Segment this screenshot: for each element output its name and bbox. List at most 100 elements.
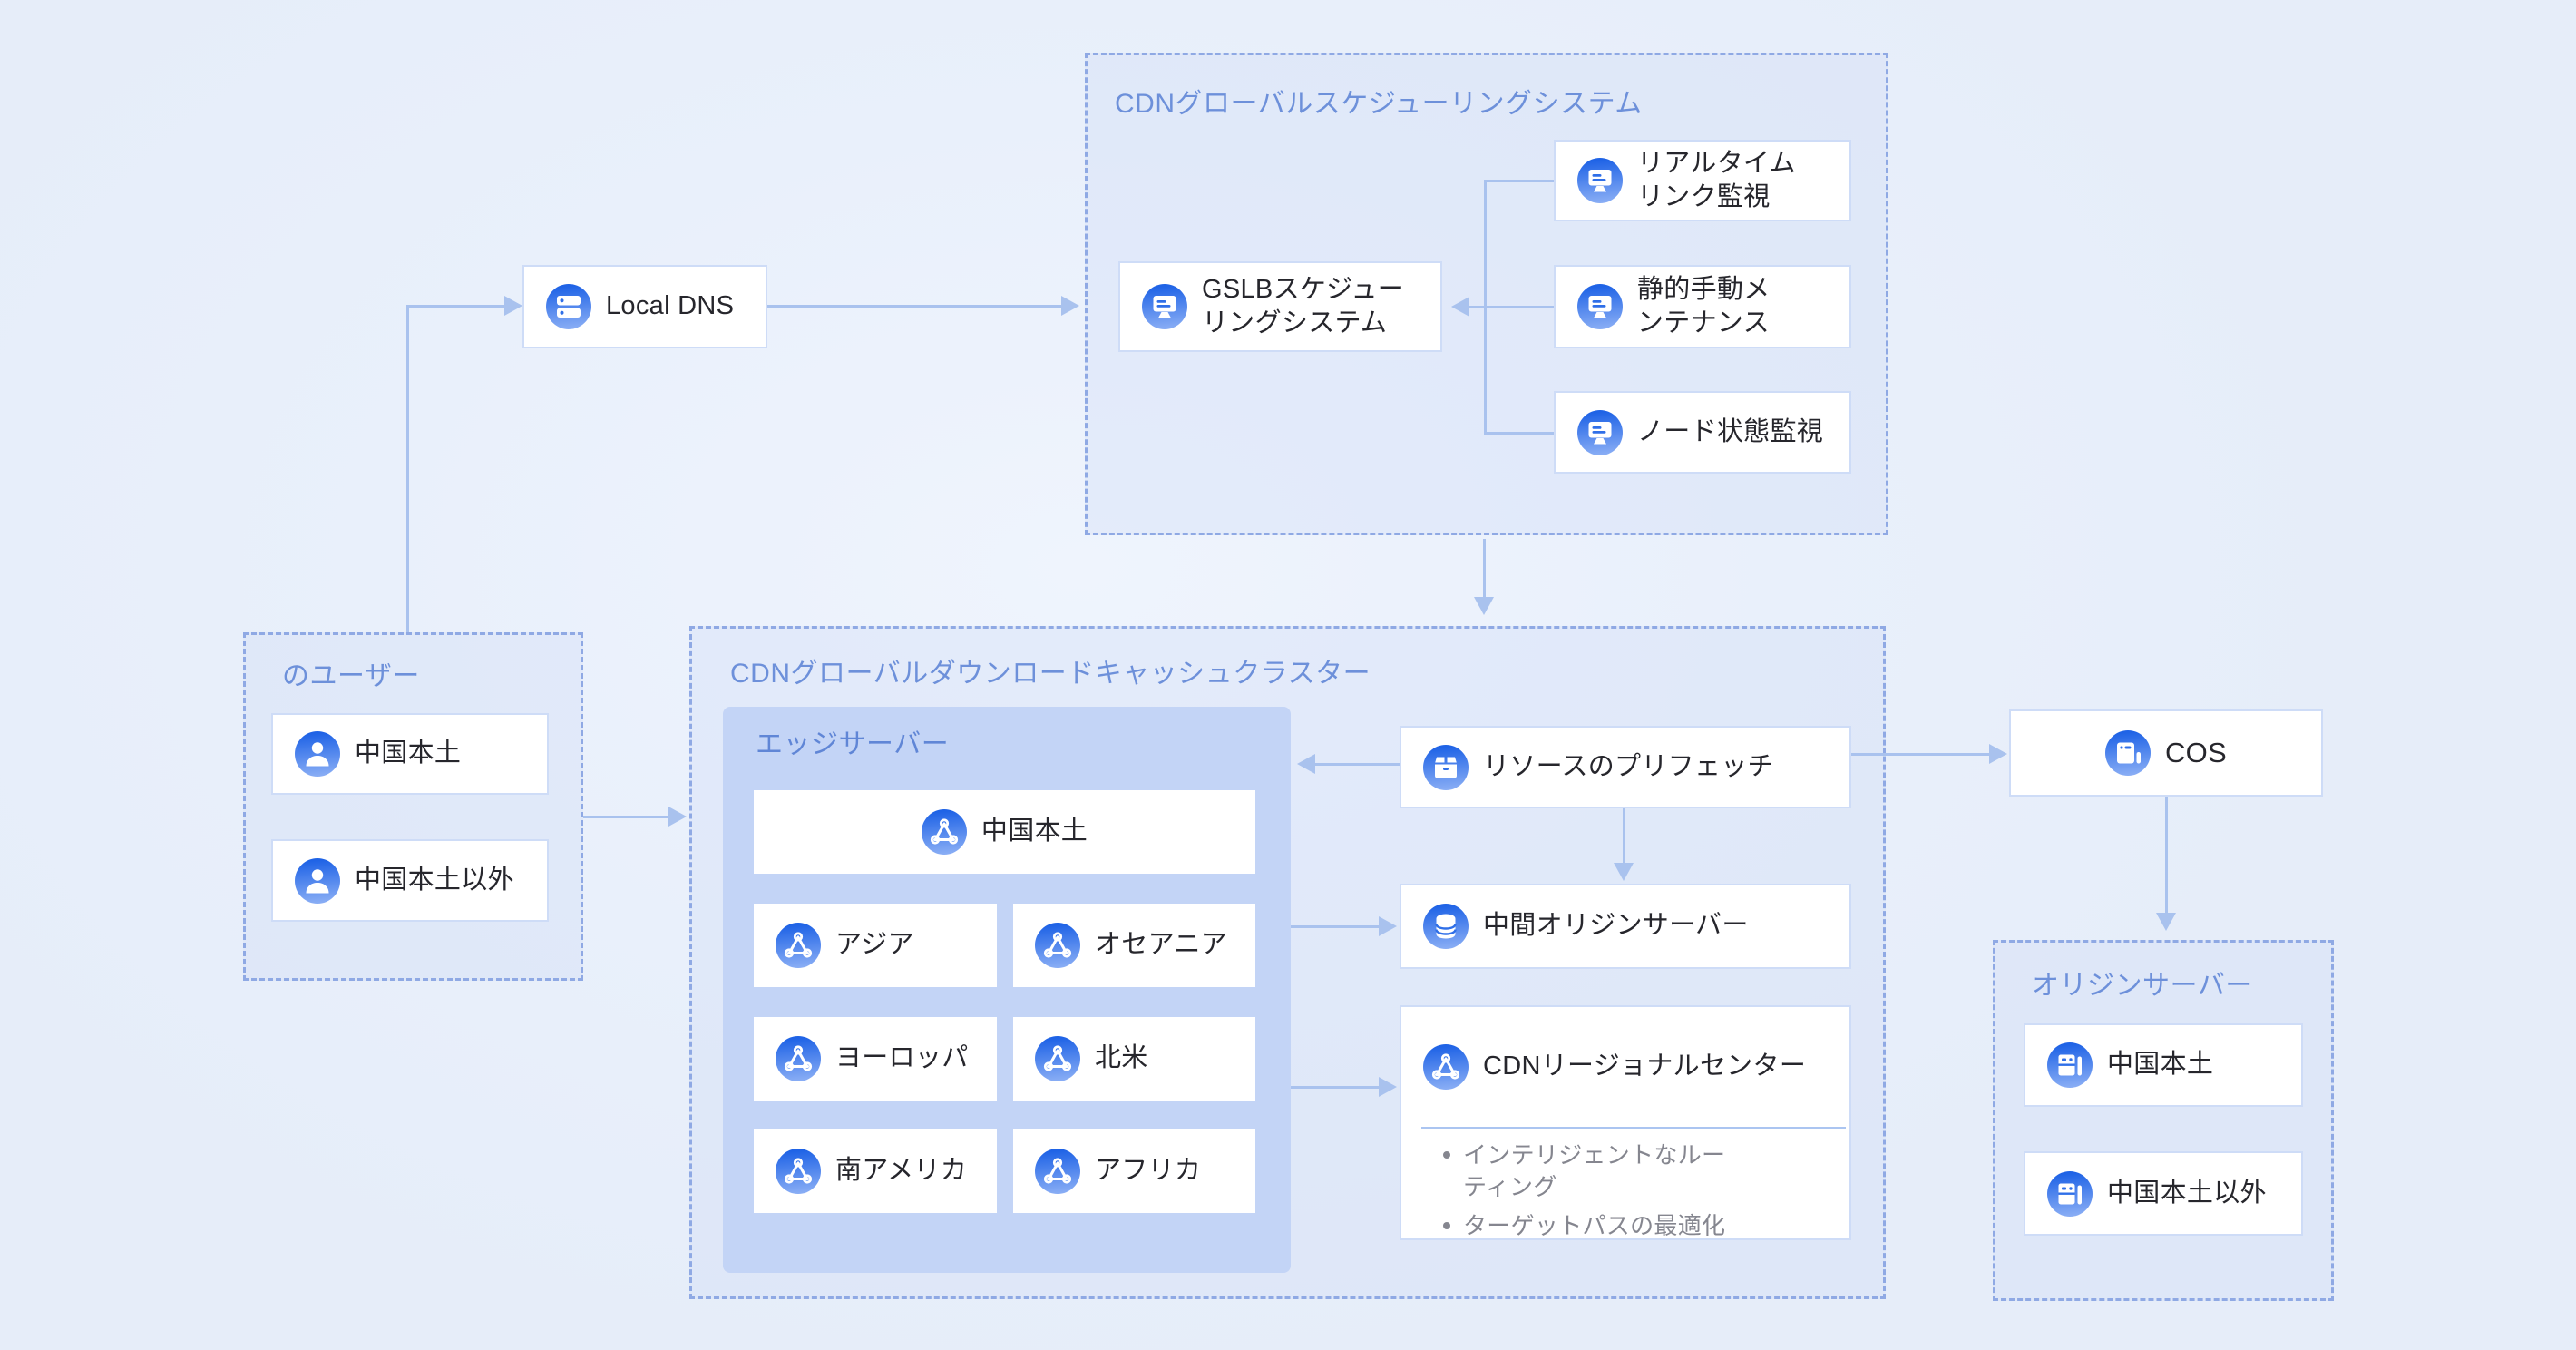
- connector-prefetch-to-cos: [1851, 753, 1991, 756]
- node-label: CDNリージョナルセンター: [1483, 1052, 1807, 1081]
- network-node-icon: [776, 1036, 821, 1081]
- user-icon: [295, 731, 340, 777]
- bullet-item: ターゲットパスの最適化: [1443, 1210, 1837, 1242]
- arrowhead-into-midorigin: [1614, 863, 1634, 881]
- connector-users-to-cluster: [583, 816, 670, 818]
- edge-server-title: エッジサーバー: [756, 729, 950, 759]
- network-node-icon: [1035, 923, 1080, 968]
- scheduler-group-title: CDNグローバルスケジューリングシステム: [1115, 89, 1643, 119]
- connector-localdns-to-scheduler: [767, 305, 1063, 308]
- bullet-text: インテリジェントなルー ティング: [1463, 1141, 1726, 1201]
- node-label: 静的手動メ ンテナンス: [1637, 274, 1771, 338]
- node-edge-oceania: オセアニア: [1013, 904, 1255, 987]
- connector-trunk-to-nodestatus: [1484, 432, 1554, 435]
- edge-server-panel: エッジサーバー 中国本土 アジア オセアニア ヨーロッパ 北米 南アメリカ アフ…: [723, 707, 1291, 1273]
- connector-static-to-gslb: [1469, 306, 1554, 308]
- node-label: GSLBスケジュー リングシステム: [1202, 274, 1405, 338]
- node-origin-outside-mainland-china: 中国本土以外: [2024, 1151, 2303, 1236]
- node-label: Local DNS: [606, 291, 735, 321]
- node-realtime-link-monitoring: リアルタイム リンク監視: [1554, 140, 1851, 221]
- node-user-mainland-china: 中国本土: [271, 713, 549, 795]
- arrowhead-into-cluster: [1474, 597, 1494, 615]
- arrowhead-into-edgepanel: [1297, 754, 1315, 774]
- connector-users-to-localdns-horizontal: [406, 305, 506, 308]
- regional-center-header: CDNリージョナルセンター: [1423, 1007, 1806, 1127]
- node-node-status-monitoring: ノード状態監視: [1554, 391, 1851, 474]
- node-gslb-scheduling-system: GSLBスケジュー リングシステム: [1118, 261, 1442, 352]
- users-group: のユーザー: [243, 632, 583, 981]
- package-icon: [1423, 744, 1469, 790]
- network-node-icon: [776, 1148, 821, 1194]
- node-cos: COS: [2009, 709, 2323, 797]
- network-node-icon: [1035, 1036, 1080, 1081]
- connector-edge-to-regional: [1291, 1086, 1381, 1089]
- node-label: アジア: [835, 930, 914, 960]
- users-group-title: のユーザー: [282, 661, 420, 691]
- node-resource-prefetch: リソースのプリフェッチ: [1400, 726, 1851, 808]
- node-label: 中国本土以外: [2107, 1178, 2267, 1208]
- database-icon: [1423, 904, 1469, 949]
- server-rack-icon: [546, 284, 591, 329]
- node-origin-mainland-china: 中国本土: [2024, 1023, 2303, 1107]
- node-local-dns: Local DNS: [522, 265, 767, 348]
- arrowhead-into-localdns: [504, 296, 522, 316]
- node-edge-north-america: 北米: [1013, 1017, 1255, 1101]
- arrowhead-into-gslb: [1451, 297, 1469, 317]
- origin-server-group: オリジンサーバー: [1993, 940, 2334, 1301]
- node-label: リアルタイム リンク監視: [1637, 148, 1796, 211]
- cos-bucket-icon: [2104, 730, 2151, 776]
- arrowhead-into-scheduler: [1061, 296, 1079, 316]
- node-user-outside-mainland-china: 中国本土以外: [271, 839, 549, 922]
- node-label: ノード状態監視: [1637, 416, 1824, 446]
- node-edge-asia: アジア: [754, 904, 997, 987]
- network-node-icon: [921, 809, 967, 855]
- monitor-icon: [1577, 284, 1623, 329]
- user-icon: [295, 857, 340, 904]
- monitor-icon: [1142, 284, 1187, 329]
- node-label: 中国本土: [2107, 1050, 2214, 1080]
- arrowhead-into-origin: [2156, 913, 2176, 931]
- node-edge-europe: ヨーロッパ: [754, 1017, 997, 1101]
- bullet-dot: [1443, 1151, 1450, 1159]
- network-node-icon: [776, 923, 821, 968]
- network-node-icon: [1035, 1148, 1080, 1194]
- node-edge-south-america: 南アメリカ: [754, 1129, 997, 1213]
- origin-server-group-title: オリジンサーバー: [2032, 971, 2253, 1001]
- node-static-manual-maintenance: 静的手動メ ンテナンス: [1554, 265, 1851, 348]
- node-label: 中国本土以外: [355, 865, 514, 895]
- node-label: 北米: [1095, 1043, 1148, 1073]
- node-label: アフリカ: [1095, 1155, 1202, 1185]
- regional-center-divider: [1421, 1127, 1846, 1129]
- node-intermediate-origin-server: 中間オリジンサーバー: [1400, 884, 1851, 969]
- bullet-dot: [1443, 1222, 1450, 1230]
- node-edge-mainland-china: 中国本土: [754, 790, 1255, 874]
- monitor-icon: [1577, 158, 1623, 203]
- server-cabinet-icon: [2047, 1042, 2093, 1088]
- arrowhead-into-cos: [1989, 744, 2007, 764]
- node-label: リソースのプリフェッチ: [1483, 751, 1774, 781]
- node-label: 中間オリジンサーバー: [1483, 911, 1749, 941]
- node-label: ヨーロッパ: [835, 1043, 969, 1073]
- bullet-text: ターゲットパスの最適化: [1463, 1212, 1726, 1240]
- arrowhead-into-edge: [668, 807, 687, 827]
- bullet-item: インテリジェントなルー ティング: [1443, 1140, 1837, 1203]
- arrowhead-into-regional: [1379, 1077, 1397, 1097]
- connector-prefetch-to-edge: [1315, 763, 1400, 766]
- connector-users-to-localdns-vertical: [406, 305, 409, 632]
- node-label: 中国本土: [981, 817, 1088, 846]
- network-node-icon: [1423, 1044, 1469, 1090]
- cache-cluster-group-title: CDNグローバルダウンロードキャッシュクラスター: [730, 659, 1371, 689]
- monitor-icon: [1577, 409, 1623, 455]
- node-label: 中国本土: [355, 739, 462, 768]
- connector-edge-to-midorigin: [1291, 925, 1381, 928]
- node-cdn-regional-center: CDNリージョナルセンター インテリジェントなルー ティング ターゲットパスの最…: [1400, 1005, 1851, 1240]
- regional-center-bullets: インテリジェントなルー ティング ターゲットパスの最適化: [1443, 1140, 1837, 1249]
- arrowhead-into-midorigin-left: [1379, 916, 1397, 936]
- node-label: 南アメリカ: [835, 1155, 968, 1185]
- node-label: オセアニア: [1095, 930, 1227, 960]
- node-label: COS: [2164, 737, 2228, 769]
- connector-prefetch-to-midorigin: [1623, 808, 1625, 865]
- connector-trunk-to-realtime: [1484, 180, 1554, 182]
- connector-scheduler-to-cluster: [1483, 539, 1486, 599]
